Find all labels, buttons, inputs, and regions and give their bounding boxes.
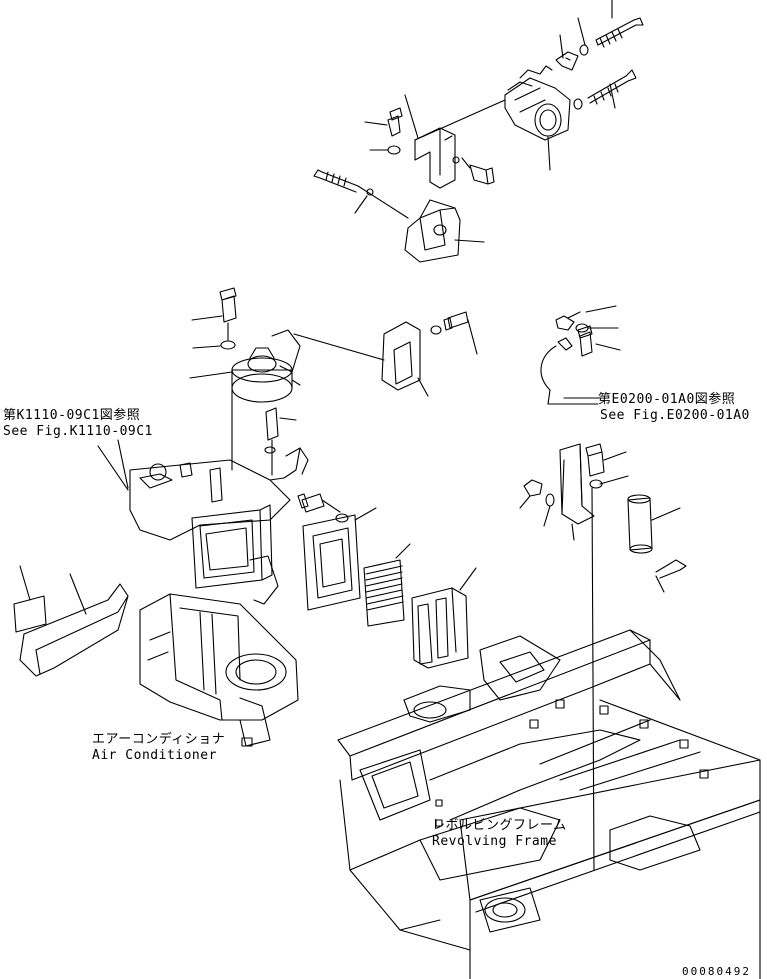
leader-line <box>117 439 129 489</box>
air-conditioner-unit <box>13 565 299 747</box>
reference-k1110-en: See Fig.K1110-09C1 <box>3 424 153 439</box>
reference-e0200-jp: 第E0200-01A0図参照 <box>598 392 736 407</box>
reference-k1110-jp: 第K1110-09C1図参照 <box>3 408 141 423</box>
receiver-drier-assembly <box>519 305 687 871</box>
reference-e0200-en: See Fig.E0200-01A0 <box>600 408 750 423</box>
blower-assembly <box>97 287 478 669</box>
document-number: 00080492 <box>682 965 751 978</box>
compressor-assembly <box>313 0 644 263</box>
revolving-frame-label-jp: レボルビングフレーム <box>432 818 567 833</box>
revolving-frame-label-en: Revolving Frame <box>432 834 557 849</box>
revolving-frame <box>337 629 761 979</box>
air-conditioner-label-en: Air Conditioner <box>92 748 217 763</box>
air-conditioner-label-jp: エアーコンディショナ <box>92 732 226 747</box>
